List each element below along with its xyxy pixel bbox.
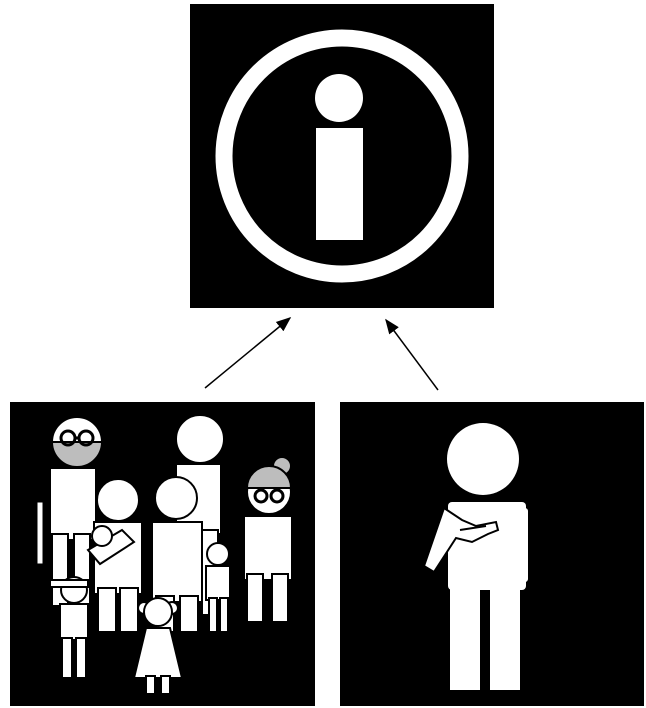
person-pointing-tile	[340, 402, 644, 706]
adult-holding-baby-figure	[88, 479, 142, 632]
person-side-arm	[512, 508, 528, 582]
baby-head	[92, 526, 112, 546]
person-left-leg	[450, 586, 480, 690]
info-dot	[315, 74, 363, 122]
info-symbol-tile	[190, 4, 494, 308]
arrow-family-to-info	[205, 318, 290, 388]
small-child-figure	[206, 543, 230, 632]
info-icon	[190, 4, 494, 308]
girl-with-dress-figure	[134, 598, 182, 694]
arrow-person-to-info	[386, 320, 438, 390]
family-group-tile	[10, 402, 315, 706]
person-right-leg	[490, 586, 520, 690]
family-group-icon	[10, 402, 315, 706]
grandmother-figure	[244, 457, 292, 622]
info-stem	[316, 128, 363, 240]
person-head	[447, 423, 519, 495]
person-pointing-self-icon	[340, 402, 644, 706]
